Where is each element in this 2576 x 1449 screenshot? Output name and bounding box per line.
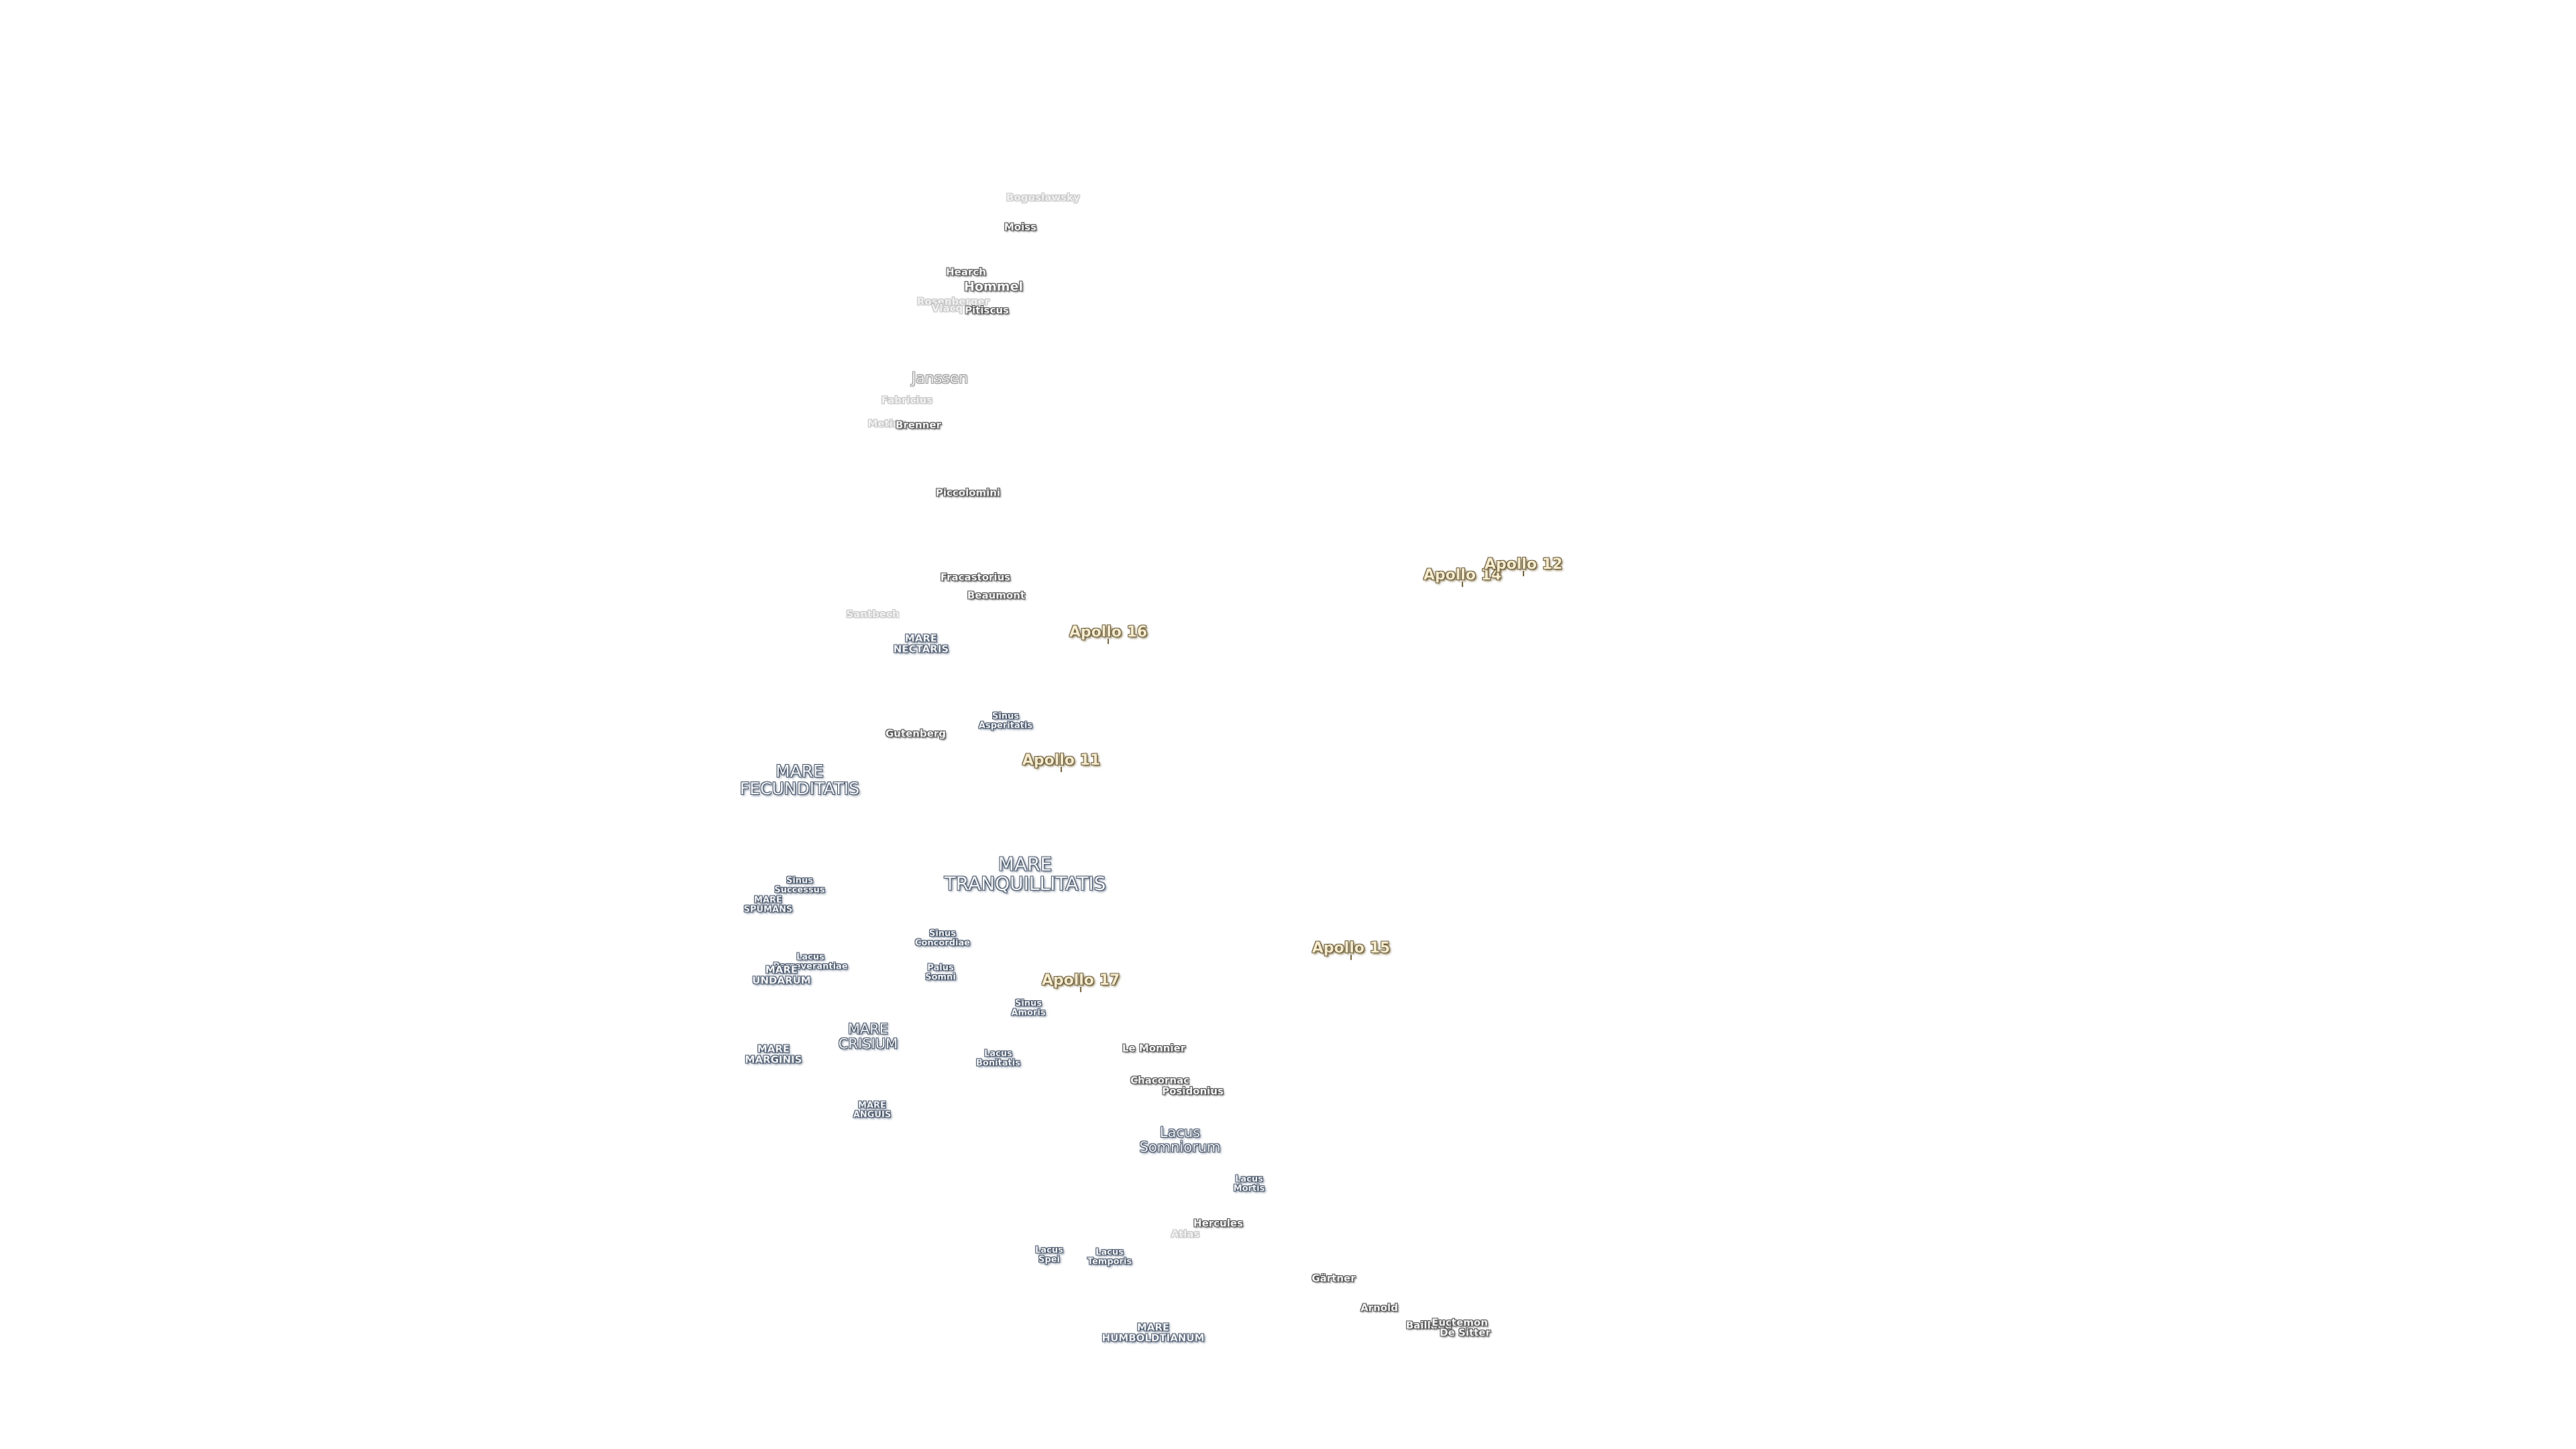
crater-label-hercules: Hercules <box>1193 1217 1243 1230</box>
sea-label-lacus-somniorum: Lacus Somniorum <box>1139 1124 1221 1155</box>
sea-label-mare-humboldtianum: MARE HUMBOLDTIANUM <box>1102 1321 1205 1344</box>
crater-label-santbech: Santbech <box>846 608 900 621</box>
crater-label-posidonius: Posidonius <box>1162 1085 1224 1097</box>
crater-label-hearch: Hearch <box>946 266 986 278</box>
sea-label-sinus-concordiae: Sinus Concordiae <box>914 928 971 948</box>
crater-label-rosenberger: Rosenberger <box>916 295 990 308</box>
sea-label-mare-nectaris: MARE NECTARIS <box>893 632 949 655</box>
crater-label-fracastorius: Fracastorius <box>940 571 1011 584</box>
sea-label-sinus-asperitatis: Sinus Asperitatis <box>978 711 1033 731</box>
crater-label-beaumont: Beaumont <box>967 589 1026 602</box>
crater-label-pitiscus: Pitiscus <box>965 304 1009 317</box>
sea-label-lacus-spei: Lacus Spei <box>1035 1245 1063 1265</box>
sea-label-mare-fecunditatis: MARE FECUNDITATIS <box>739 761 860 798</box>
crater-label-brenner: Brenner <box>896 419 941 431</box>
apollo-12-label: Apollo 12 <box>1484 556 1563 573</box>
crater-label-chacornac: Chacornac <box>1130 1074 1190 1087</box>
apollo-15-marker <box>1350 955 1352 960</box>
crater-label-boguslawsky: Boguslawsky <box>1006 191 1080 204</box>
apollo-15-label: Apollo 15 <box>1311 940 1391 957</box>
crater-label-hommel: Hommel <box>964 279 1023 294</box>
apollo-11-marker <box>1061 767 1062 772</box>
sea-label-sinus-successus: Sinus Successus <box>774 875 825 895</box>
sea-label-mare-marginis: MARE MARGINIS <box>745 1042 802 1065</box>
apollo-11-label: Apollo 11 <box>1022 752 1101 769</box>
apollo-12-marker <box>1523 571 1524 576</box>
crater-label-moiss: Moiss <box>1004 221 1037 233</box>
apollo-17-marker <box>1080 987 1081 992</box>
sea-label-mare-anguis: MARE ANGUIS <box>853 1100 892 1120</box>
apollo-14-label: Apollo 14 <box>1423 567 1502 584</box>
sea-label-mare-crisium: MARE CRISIUM <box>838 1020 898 1052</box>
sea-label-sinus-amoris: Sinus Amoris <box>1011 998 1046 1018</box>
sea-label-lacus-bonitatis: Lacus Bonitatis <box>976 1049 1020 1068</box>
crater-label-janssen: Janssen <box>911 370 969 387</box>
crater-label-fabricius: Fabricius <box>881 394 933 407</box>
crater-label-metius: Metius <box>867 417 906 430</box>
crater-label-le-monnier: Le Monnier <box>1122 1042 1186 1055</box>
crater-label-euctemon: Euctemon <box>1432 1316 1488 1329</box>
apollo-17-label: Apollo 17 <box>1041 972 1120 989</box>
sea-label-mare-undarum: MARE UNDARUM <box>752 963 811 986</box>
sea-label-palus-somni: Palus Somni <box>925 963 956 982</box>
sea-label-lacus-temporis: Lacus Temporis <box>1087 1247 1132 1267</box>
sea-label-mare-spumans: MARE SPUMANS <box>743 895 793 914</box>
crater-label-gartner: Gärtner <box>1311 1272 1356 1285</box>
sea-label-lacus-mortis: Lacus Mortis <box>1233 1174 1265 1193</box>
apollo-16-label: Apollo 16 <box>1069 624 1148 641</box>
sea-label-mare-tranquillitatis: MARE TRANQUILLITATIS <box>944 853 1106 895</box>
crater-label-piccolomini: Piccolomini <box>935 486 1001 499</box>
crater-label-arnold: Arnold <box>1360 1301 1398 1314</box>
apollo-14-marker <box>1462 582 1463 587</box>
crater-label-atlas: Atlas <box>1171 1228 1200 1240</box>
sea-label-lacus-perseverantiae: Lacus Perseverantiae <box>773 952 848 971</box>
crater-label-de-sitter: De Sitter <box>1440 1326 1491 1339</box>
crater-label-vlacq: Vlacq <box>931 302 963 315</box>
apollo-16-marker <box>1108 639 1109 644</box>
crater-label-baillaud: Baillaud <box>1405 1319 1452 1332</box>
crater-label-gutenberg: Gutenberg <box>885 727 947 740</box>
